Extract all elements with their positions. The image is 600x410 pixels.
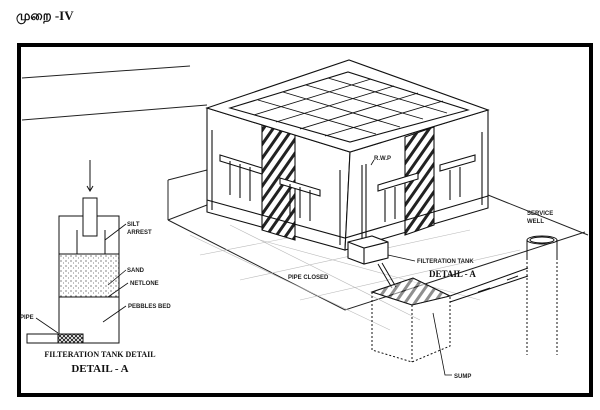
sump xyxy=(370,277,452,363)
detail-a-right: DETAIL - A xyxy=(429,269,476,279)
filteration-tank-detail xyxy=(26,160,129,344)
building xyxy=(205,59,490,265)
label-sand: SAND xyxy=(127,268,145,274)
label-sump: SUMP xyxy=(454,374,471,380)
label-pipe-closed: PIPE CLOSED xyxy=(288,275,329,281)
label-service: SERVICE xyxy=(527,211,553,217)
detail-a-left: DETAIL - A xyxy=(71,363,128,375)
label-well: WELL xyxy=(527,219,544,225)
sand-layer xyxy=(58,253,120,298)
label-silt: SILT xyxy=(127,222,140,228)
label-rwp: R.W.P xyxy=(374,156,391,162)
label-arrest: ARREST xyxy=(127,230,152,236)
label-pipe: PIPE xyxy=(20,315,34,321)
inlet-arrow xyxy=(86,160,94,192)
hatched-panel xyxy=(404,126,435,236)
label-netlone: NETLONE xyxy=(130,281,159,287)
rain-water-pipe xyxy=(361,164,367,240)
inlet-pipe xyxy=(82,197,98,237)
label-pebbles-bed: PEBBLES BED xyxy=(128,304,171,310)
filteration-tank xyxy=(347,235,389,265)
page-heading: முறை -IV xyxy=(16,8,74,23)
detail-caption: FILTERATION TANK DETAIL xyxy=(44,350,155,359)
label-filteration-tank: FILTERATION TANK xyxy=(417,259,474,265)
service-well xyxy=(526,235,558,355)
